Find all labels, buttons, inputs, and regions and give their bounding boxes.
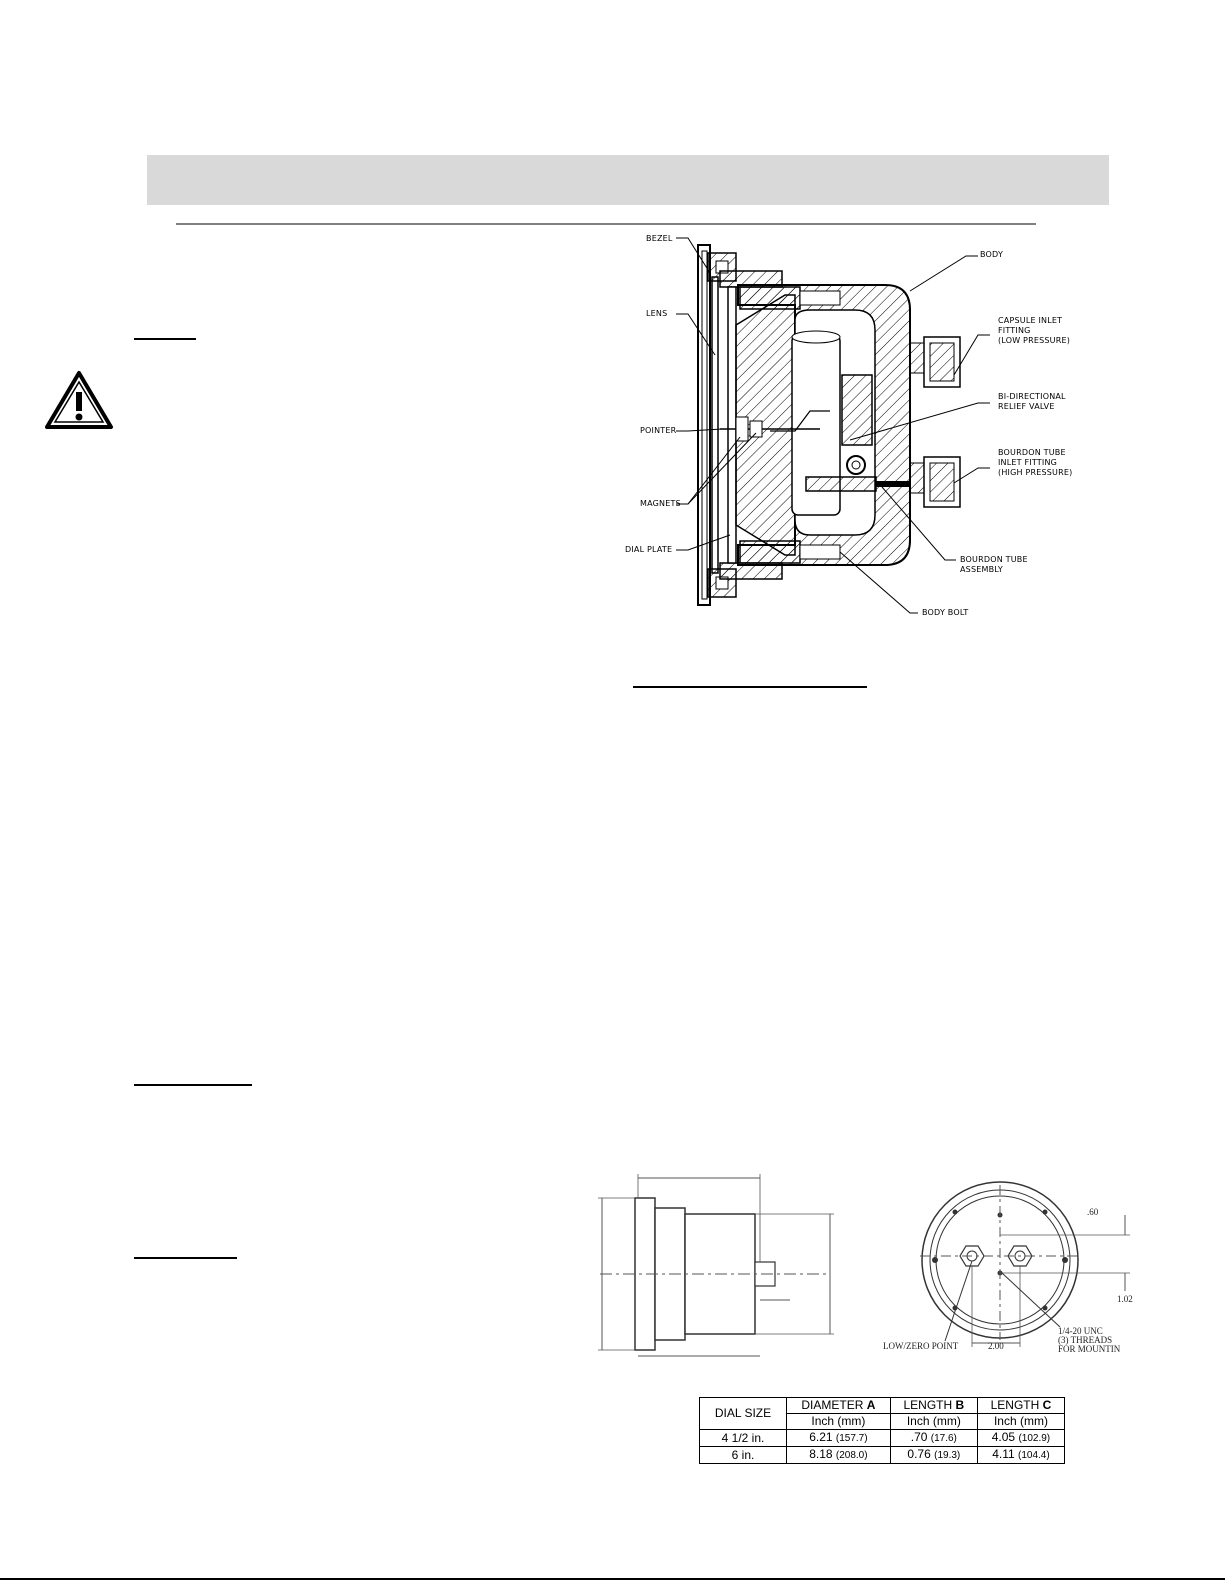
dim-1-02: 1.02 <box>1117 1294 1133 1304</box>
section-header-band <box>147 155 1109 205</box>
header-dial-size: DIAL SIZE <box>699 1397 787 1430</box>
cell-size: 6 in. <box>699 1446 787 1464</box>
cell-a: 8.18 (208.0) <box>786 1446 891 1464</box>
table-row: 6 in. 8.18 (208.0) 0.76 (19.3) 4.11 (104… <box>699 1446 1066 1464</box>
cell-b: .70 (17.6) <box>889 1429 978 1447</box>
header-length-b: LENGTH B <box>889 1397 978 1414</box>
thread-note: 1/4-20 UNC (3) THREADS FOR MOUNTIN <box>1058 1326 1121 1354</box>
dim-2-00: 2.00 <box>988 1341 1004 1351</box>
label-lens: LENS <box>646 309 668 318</box>
label-body-bolt: BODY BOLT <box>922 608 969 617</box>
label-bezel: BEZEL <box>646 234 673 243</box>
dimension-table: DIAL SIZE DIAMETER A LENGTH B LENGTH C I… <box>699 1397 1066 1464</box>
dim-top-right: .60 <box>1087 1207 1099 1217</box>
label-magnets: MAGNETS <box>640 499 681 508</box>
header-rule <box>176 223 1036 225</box>
label-bourdon-assembly: BOURDON TUBE ASSEMBLY <box>960 555 1028 574</box>
warning-icon <box>45 371 113 429</box>
cell-a: 6.21 (157.7) <box>786 1429 891 1447</box>
header-diameter-a: DIAMETER A <box>786 1397 891 1414</box>
table-row: 4 1/2 in. 6.21 (157.7) .70 (17.6) 4.05 (… <box>699 1429 1066 1447</box>
low-zero-point-label: LOW/ZERO POINT <box>883 1341 959 1351</box>
footer-rule <box>0 1578 1225 1580</box>
unit-a: Inch (mm) <box>786 1413 891 1430</box>
label-body: BODY <box>980 250 1004 259</box>
header-length-c: LENGTH C <box>976 1397 1066 1414</box>
label-dial-plate: DIAL PLATE <box>625 545 673 554</box>
figure-caption-underline <box>633 686 867 688</box>
cell-c: 4.11 (104.4) <box>976 1446 1066 1464</box>
label-relief-valve: BI-DIRECTIONAL RELIEF VALVE <box>998 392 1066 411</box>
label-bourdon-inlet: BOURDON TUBE INLET FITTING (HIGH PRESSUR… <box>998 448 1073 477</box>
unit-c: Inch (mm) <box>976 1413 1066 1430</box>
label-capsule-inlet: CAPSULE INLET FITTING (LOW PRESSURE) <box>998 316 1071 345</box>
cell-b: 0.76 (19.3) <box>889 1446 978 1464</box>
heading-underline <box>134 338 196 340</box>
gauge-cross-section-diagram <box>676 237 990 614</box>
heading-underline <box>134 1084 252 1086</box>
heading-underline <box>134 1257 237 1259</box>
cell-size: 4 1/2 in. <box>699 1429 787 1447</box>
cell-c: 4.05 (102.9) <box>976 1429 1066 1447</box>
gauge-back-view-drawing <box>920 1181 1130 1347</box>
label-pointer: POINTER <box>640 426 677 435</box>
gauge-side-view-drawing <box>598 1174 834 1357</box>
unit-b: Inch (mm) <box>889 1413 978 1430</box>
